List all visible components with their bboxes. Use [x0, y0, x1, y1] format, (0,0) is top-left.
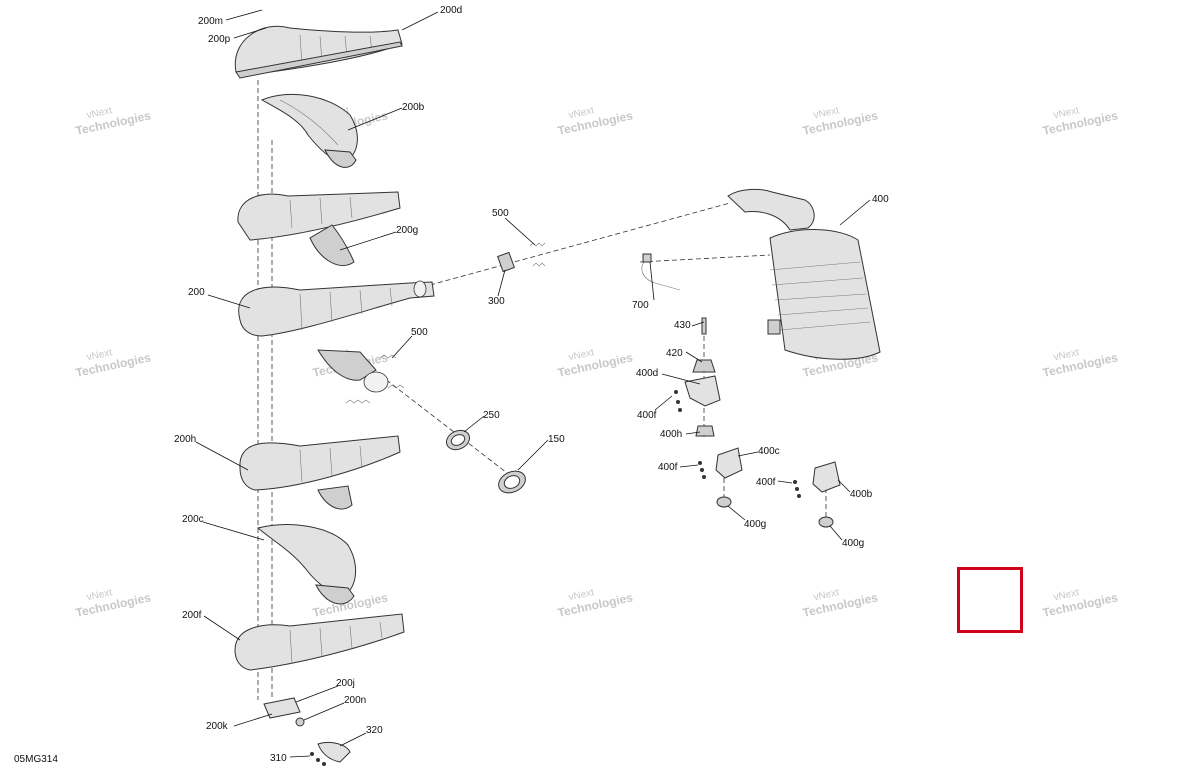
svg-text:vNext: vNext [1053, 105, 1081, 121]
callout-150: 150 [548, 434, 565, 445]
callout-200h: 200h [174, 434, 196, 445]
callout-400h: 400h [660, 429, 682, 440]
exhaust-pipe-200 [238, 280, 435, 393]
drawing-code: 05MG314 [14, 754, 58, 765]
callout-400: 400 [872, 194, 889, 205]
highlight-box[interactable] [957, 567, 1023, 633]
callout-200c: 200c [182, 514, 204, 525]
svg-text:vNext: vNext [568, 105, 596, 121]
svg-text:vNext: vNext [86, 347, 114, 363]
svg-text:vNext: vNext [813, 587, 841, 603]
callout-320: 320 [366, 725, 383, 736]
heat-shield-200f [234, 613, 405, 671]
bracket-400d-assembly [674, 317, 721, 437]
heat-shield-200g [237, 191, 401, 267]
callout-300: 300 [488, 296, 505, 307]
assembly-lines [257, 80, 827, 700]
callout-400f-right: 400f [756, 477, 776, 488]
callout-200n: 200n [344, 695, 366, 706]
springs-500-upper [529, 242, 546, 267]
heat-shield-200b [260, 93, 358, 168]
callout-420: 420 [666, 348, 683, 359]
bracket-400c [698, 447, 743, 508]
callout-500-lower: 500 [411, 327, 428, 338]
callout-400f-middle: 400f [658, 462, 678, 473]
callout-430: 430 [674, 320, 691, 331]
heat-shield-200c [256, 524, 356, 605]
clamp-300 [496, 251, 516, 273]
svg-text:vNext: vNext [1053, 347, 1081, 363]
muffler-400 [727, 188, 881, 360]
callout-200g: 200g [396, 225, 418, 236]
callout-310: 310 [270, 753, 287, 764]
callout-200: 200 [188, 287, 205, 298]
svg-text:vNext: vNext [1053, 587, 1081, 603]
callout-labels: 200m 200p 200d 200b 200g 200 500 300 400… [174, 5, 889, 764]
callout-400c: 400c [758, 446, 780, 457]
gasket-250 [445, 429, 471, 451]
leader-lines [195, 9, 871, 758]
callout-250: 250 [483, 410, 500, 421]
callout-200m: 200m [198, 16, 223, 27]
callout-400d: 400d [636, 368, 658, 379]
callout-200j: 200j [336, 678, 355, 689]
lower-bracket-assembly [263, 697, 351, 766]
callout-500-upper: 500 [492, 208, 509, 219]
svg-text:vNext: vNext [86, 587, 114, 603]
callout-200p: 200p [208, 34, 231, 45]
svg-text:vNext: vNext [813, 105, 841, 121]
callout-200k: 200k [206, 721, 229, 732]
heat-shield-200d [234, 25, 403, 79]
heat-shield-200h [239, 435, 401, 510]
callout-400b: 400b [850, 489, 873, 500]
callout-200d: 200d [440, 5, 462, 16]
callout-400g-right: 400g [842, 538, 864, 549]
svg-text:vNext: vNext [568, 587, 596, 603]
bracket-400b [793, 461, 841, 528]
svg-text:vNext: vNext [86, 105, 114, 121]
callout-200b: 200b [402, 102, 425, 113]
callout-400f-upper: 400f [637, 410, 657, 421]
callout-700: 700 [632, 300, 649, 311]
svg-text:vNext: vNext [568, 347, 596, 363]
callout-200f: 200f [182, 610, 202, 621]
gasket-150 [498, 470, 526, 494]
sensor-700 [641, 253, 681, 291]
callout-400g-left: 400g [744, 519, 766, 530]
